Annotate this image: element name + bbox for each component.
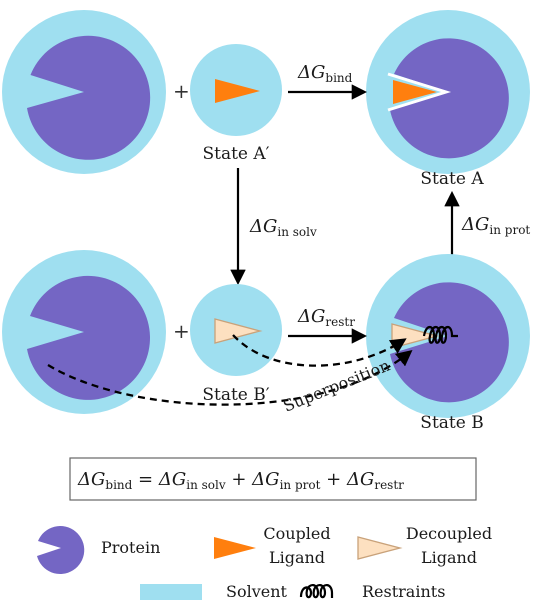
protein-pacman [390, 38, 509, 159]
legend-protein-label: Protein [101, 538, 160, 557]
legend-decoupled-line2: Ligand [421, 548, 477, 567]
legend-decoupled-line1: Decoupled [406, 524, 492, 543]
label-dg-restr: ΔGrestr [297, 306, 355, 329]
state-a-prime-label: State A′ [202, 144, 269, 164]
superposition-arrow-ligand [232, 334, 407, 367]
state-a [366, 10, 530, 174]
legend-coupled-line2: Ligand [269, 548, 325, 567]
plus-sign-top: + [173, 79, 190, 103]
plus-sign-bottom: + [173, 319, 190, 343]
spring-coil-icon [299, 584, 334, 599]
peach-triangle-icon [357, 536, 403, 560]
coupled-ligand [215, 79, 260, 103]
protein-pacman [27, 35, 151, 160]
label-dg-bind: ΔGbind [297, 62, 353, 85]
legend: Protein Coupled Ligand Decoupled Ligand … [37, 524, 492, 601]
pacman-protein-icon [37, 526, 85, 575]
legend-solvent-label: Solvent [226, 582, 288, 601]
state-a-label: State A [420, 169, 484, 189]
orange-triangle-icon [214, 537, 256, 559]
state-a-prime [190, 44, 282, 136]
legend-coupled-line1: Coupled [263, 524, 330, 543]
state-b-prime-label: State B′ [202, 385, 269, 405]
protein-in-solvent-bottom [2, 250, 166, 414]
label-dg-in-solv: ΔGin solv [249, 216, 317, 239]
state-b-label: State B [420, 413, 483, 433]
equation: ΔGbind = ΔGin solv + ΔGin prot + ΔGrestr [77, 469, 404, 492]
equation-box [69, 457, 477, 501]
protein-pacman [390, 282, 509, 403]
restraint-spring [422, 325, 458, 344]
label-dg-in-prot: ΔGin prot [461, 214, 530, 237]
light-blue-rect-icon [140, 584, 202, 600]
legend-restraints-label: Restraints [362, 582, 445, 601]
binding-pocket-outline [387, 72, 452, 112]
protein-pacman [27, 275, 150, 400]
state-b [366, 254, 530, 418]
state-b-prime [190, 284, 282, 376]
coupled-ligand-bound [393, 80, 437, 104]
superposition-arrow-protein [47, 349, 413, 406]
decoupled-ligand [214, 318, 263, 344]
protein-in-solvent-top [2, 10, 166, 174]
